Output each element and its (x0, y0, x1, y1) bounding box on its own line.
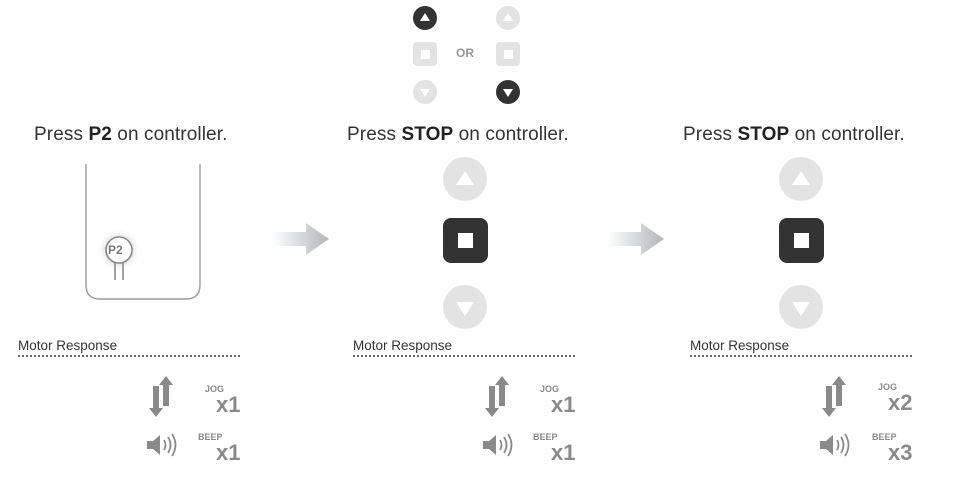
down-button (443, 285, 487, 329)
motor-response-3: Motor Response JOG x2 BEEP x3 (690, 338, 912, 468)
step-2-title: Press STOP on controller. (347, 124, 569, 145)
beep-count: x1 (216, 440, 241, 465)
down-button (779, 285, 823, 329)
beep-count: x1 (551, 440, 576, 465)
jog-label: JOG (878, 382, 898, 392)
motor-response-label: Motor Response (353, 338, 453, 353)
or-label: OR (456, 46, 474, 60)
beep-label: BEEP (872, 432, 897, 442)
jog-label: JOG (540, 384, 560, 394)
up-button (779, 157, 823, 201)
arrow-right-icon (272, 223, 329, 255)
divider (353, 355, 575, 357)
up-button-selected (413, 6, 437, 30)
arrow-right-icon (607, 223, 664, 255)
motor-response-label: Motor Response (690, 338, 790, 353)
direction-options: OR (405, 0, 535, 110)
beep-label: BEEP (198, 432, 223, 442)
jog-count: x1 (551, 392, 576, 417)
stop-button-faded (496, 42, 520, 66)
motor-response-2: Motor Response JOG x1 BEEP x1 (353, 338, 575, 468)
jog-count: x2 (888, 390, 913, 415)
jog-arrows-icon (822, 376, 846, 417)
controller-outline (85, 164, 201, 300)
divider (690, 355, 912, 357)
stop-button (443, 218, 488, 263)
step-1-title: Press P2 on controller. (34, 124, 228, 145)
p2-label: P2 (108, 243, 123, 257)
divider (18, 355, 240, 357)
jog-label: JOG (205, 384, 225, 394)
up-button-faded (496, 6, 520, 30)
jog-arrows-icon (485, 376, 509, 417)
speaker-icon (147, 433, 177, 457)
p2-button: P2 (96, 228, 142, 286)
speaker-icon (483, 433, 513, 457)
motor-response-1: Motor Response JOG x1 BEEP x1 (18, 338, 240, 468)
stop-button (779, 218, 824, 263)
up-button (443, 157, 487, 201)
jog-count: x1 (216, 392, 241, 417)
p2-pin-icon (97, 228, 141, 280)
motor-response-label: Motor Response (18, 338, 118, 353)
speaker-icon (820, 433, 850, 457)
stop-button-faded (413, 42, 437, 66)
beep-label: BEEP (533, 432, 558, 442)
beep-count: x3 (888, 440, 913, 465)
jog-arrows-icon (149, 376, 173, 417)
down-button-faded (413, 80, 437, 104)
step-3-title: Press STOP on controller. (683, 124, 905, 145)
down-button-selected (496, 80, 520, 104)
